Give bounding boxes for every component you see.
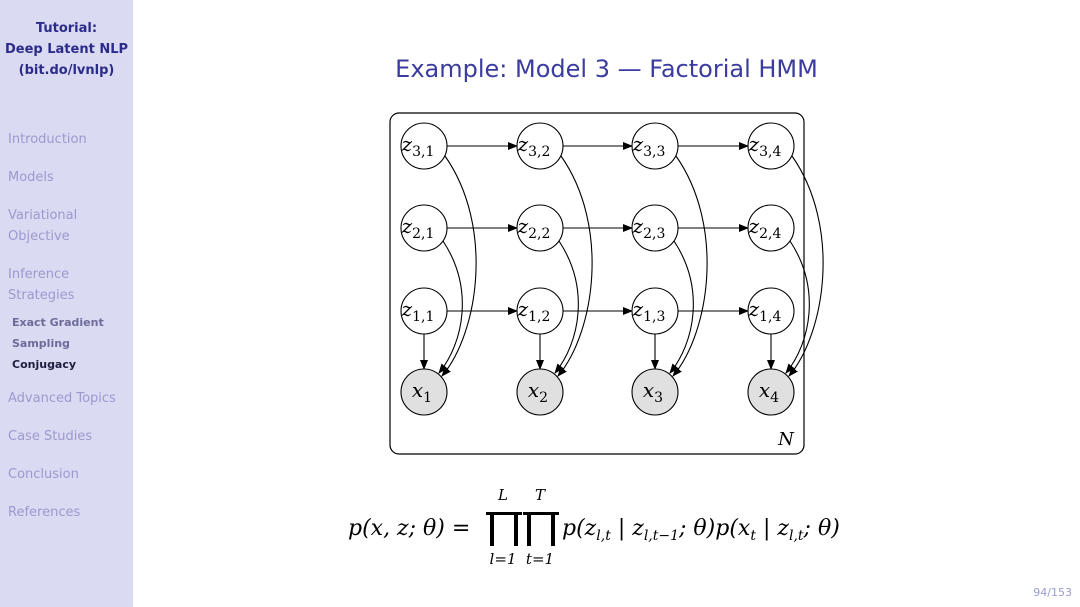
svg-text:z1,4: z1,4 — [748, 297, 782, 325]
emission-arrow — [441, 155, 477, 377]
latent-node: z2,3 — [631, 204, 679, 252]
nav-inference-strategies-line-2[interactable]: Strategies — [8, 288, 75, 303]
edges — [420, 142, 824, 377]
emission-arrow — [554, 240, 579, 374]
nav-conclusion[interactable]: Conclusion — [8, 467, 79, 482]
svg-text:z1,3: z1,3 — [632, 297, 666, 325]
plate-label: N — [777, 429, 795, 450]
emission-arrow — [788, 155, 824, 377]
nav-advanced-topics[interactable]: Advanced Topics — [8, 391, 116, 406]
emission-arrow — [672, 155, 708, 377]
svg-text:x3: x3 — [643, 378, 663, 406]
plate-box — [389, 112, 805, 455]
rhs-a: p(z — [562, 516, 597, 541]
rhs-d-sub: l,t — [789, 528, 804, 544]
nav-introduction[interactable]: Introduction — [8, 132, 87, 147]
emission-arrow — [669, 240, 694, 374]
nav-inference-strategies-line-1[interactable]: Inference — [8, 267, 70, 282]
svg-text:z1,2: z1,2 — [517, 297, 551, 325]
rhs-e: ; θ) — [803, 516, 840, 541]
latent-node: z1,2 — [516, 287, 564, 335]
observed-node: x4 — [747, 368, 795, 416]
svg-text:z2,4: z2,4 — [748, 214, 782, 242]
svg-text:x1: x1 — [412, 378, 432, 406]
observed-node: x2 — [516, 368, 564, 416]
latent-node: z1,1 — [400, 287, 448, 335]
equation-rhs: p(zl,t | zl,t−1; θ)p(xt | zl,t; θ) — [562, 516, 840, 544]
svg-text:z3,4: z3,4 — [748, 132, 782, 160]
rhs-a-sub: l,t — [596, 528, 611, 544]
page-number: 94/153 — [1033, 586, 1072, 599]
sidebar: Tutorial: Deep Latent NLP (bit.do/lvnlp)… — [0, 0, 133, 607]
latent-node: z1,3 — [631, 287, 679, 335]
emission-arrow — [557, 155, 593, 377]
sidebar-title-line-3[interactable]: (bit.do/lvnlp) — [18, 63, 115, 78]
emission-arrow — [785, 240, 810, 374]
svg-text:z3,3: z3,3 — [632, 132, 666, 160]
nav-variational-objective-line-1[interactable]: Variational — [8, 208, 78, 223]
prod-1-upper: L — [497, 486, 508, 504]
sidebar-title-line-2: Deep Latent NLP — [4, 42, 129, 57]
svg-text:z3,1: z3,1 — [401, 132, 435, 160]
product-symbol-2 — [523, 512, 559, 546]
svg-text:z2,1: z2,1 — [401, 214, 435, 242]
latent-node: z2,4 — [747, 204, 795, 252]
svg-text:x4: x4 — [759, 378, 779, 406]
svg-text:z2,3: z2,3 — [632, 214, 666, 242]
svg-text:z2,2: z2,2 — [517, 214, 551, 242]
rhs-b: | z — [611, 516, 644, 541]
rhs-b-sub: l,t−1 — [644, 528, 679, 544]
svg-text:z1,1: z1,1 — [401, 297, 435, 325]
nodes: z3,1 z3,2 z3,3 z3,4 z2,1 z2,2 z2,3 z2,4 z1,1 z1,2… — [400, 122, 795, 416]
equation-lhs: p(x, z; θ) = — [348, 516, 470, 541]
rhs-d: | z — [756, 516, 789, 541]
svg-text:x2: x2 — [528, 378, 548, 406]
nav-sub-conjugacy[interactable]: Conjugacy — [12, 358, 77, 371]
nav-references[interactable]: References — [8, 505, 81, 520]
nav-models[interactable]: Models — [8, 170, 54, 185]
latent-node: z2,2 — [516, 204, 564, 252]
observed-node: x1 — [400, 368, 448, 416]
svg-text:z3,2: z3,2 — [517, 132, 551, 160]
nav-variational-objective-line-2[interactable]: Objective — [8, 229, 70, 244]
nav-sub-sampling[interactable]: Sampling — [12, 337, 70, 350]
prod-2-upper: T — [535, 486, 546, 504]
slide-title: Example: Model 3 — Factorial HMM — [395, 55, 818, 83]
sidebar-title-line-1: Tutorial: — [35, 21, 98, 36]
rhs-c-sub: t — [750, 528, 756, 544]
latent-node: z3,1 — [400, 122, 448, 170]
emission-arrow — [438, 240, 463, 374]
latent-node: z1,4 — [747, 287, 795, 335]
observed-node: x3 — [631, 368, 679, 416]
nav-case-studies[interactable]: Case Studies — [8, 429, 93, 444]
joint-probability-equation: p(x, z; θ) = L l=1 T t=1 p(zl,t | zl,t−1… — [348, 486, 840, 568]
nav-sub-exact-gradient[interactable]: Exact Gradient — [12, 316, 104, 329]
product-symbol-1 — [486, 512, 522, 546]
latent-node: z3,3 — [631, 122, 679, 170]
rhs-c: ; θ)p(x — [678, 516, 751, 541]
latent-node: z3,2 — [516, 122, 564, 170]
latent-node: z3,4 — [747, 122, 795, 170]
latent-node: z2,1 — [400, 204, 448, 252]
prod-2-lower: t=1 — [526, 550, 554, 568]
prod-1-lower: l=1 — [490, 550, 517, 568]
